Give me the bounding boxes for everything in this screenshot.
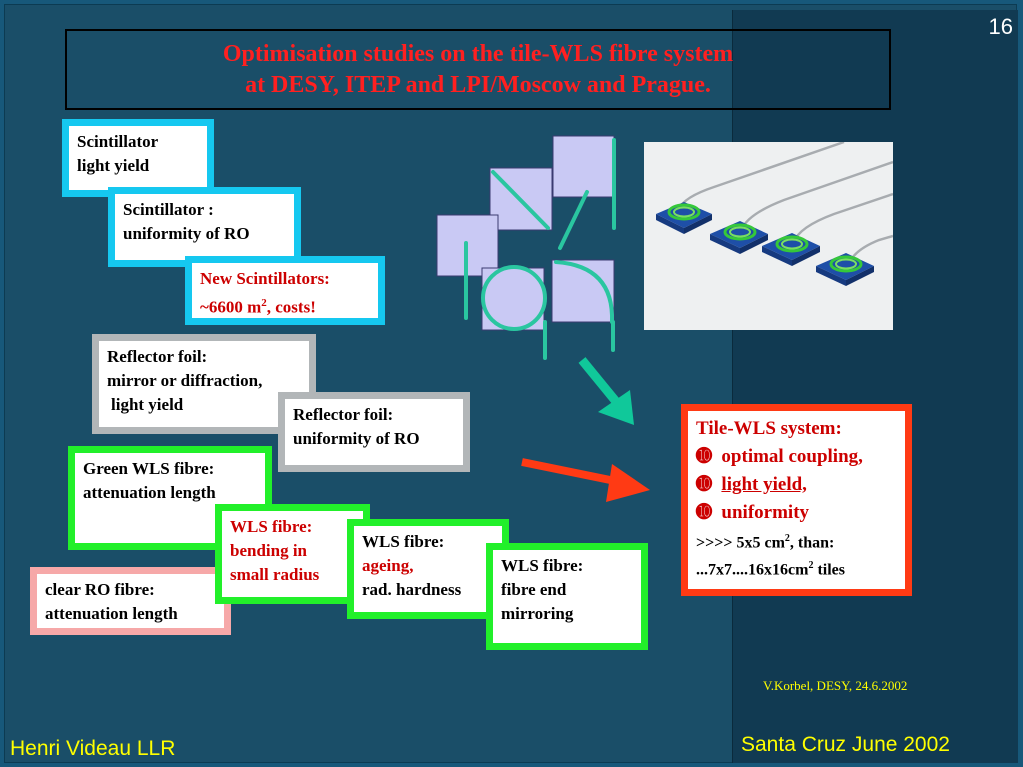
box-line: Scintillator : bbox=[123, 200, 214, 219]
box-line: Scintillator bbox=[77, 132, 159, 151]
line-text: , than: bbox=[789, 534, 835, 552]
box-line: Green WLS fibre: bbox=[83, 459, 215, 478]
line-text: tiles bbox=[813, 561, 845, 579]
right-panel bbox=[732, 10, 1018, 763]
box-reflector-uniformity: Reflector foil: uniformity of RO bbox=[278, 392, 470, 472]
footer-author: Henri Videau LLR bbox=[10, 737, 176, 760]
teal-arrow bbox=[578, 357, 634, 425]
tile-group bbox=[656, 202, 712, 234]
fibre-line bbox=[558, 190, 589, 250]
red-arrow bbox=[521, 458, 650, 502]
tile-fibre-photo-drawing bbox=[656, 142, 893, 286]
bullet-icon: ➓ bbox=[696, 474, 712, 495]
box-line: ageing, bbox=[362, 556, 414, 575]
item-text: uniformity bbox=[721, 502, 810, 523]
main-box-line-5: ...7x7....16x16cm2 tiles bbox=[696, 554, 897, 581]
box-line: rad. hardness bbox=[362, 580, 462, 599]
box-line: small radius bbox=[230, 565, 320, 584]
main-box-item-2: ➓ light yield, bbox=[696, 471, 897, 499]
bullet-icon: ➓ bbox=[696, 446, 712, 467]
tile-square bbox=[551, 259, 615, 323]
box-line: bending in bbox=[230, 541, 308, 560]
tile-fibre-photo bbox=[644, 142, 893, 330]
text-area: ~6600 m bbox=[200, 297, 262, 317]
box-wls-bending: WLS fibre: bending in small radius bbox=[215, 504, 370, 604]
box-line: WLS fibre: bbox=[362, 532, 445, 551]
tile-wls-system-box: Tile-WLS system: ➓ optimal coupling, ➓ l… bbox=[681, 404, 912, 596]
item-text: light yield, bbox=[721, 474, 807, 495]
main-box-item-3: ➓ uniformity bbox=[696, 499, 897, 527]
line-text: ...7x7....16x16cm bbox=[696, 561, 809, 579]
superscript: 2 bbox=[808, 560, 814, 572]
box-line: New Scintillators: bbox=[200, 269, 330, 288]
box-line: WLS fibre: bbox=[501, 556, 584, 575]
box-line: ~6600 m2, costs! bbox=[200, 291, 370, 320]
page-number: 16 bbox=[988, 14, 1013, 39]
box-line: mirroring bbox=[501, 604, 574, 623]
box-line: Reflector foil: bbox=[107, 347, 208, 366]
text-costs: , costs! bbox=[266, 297, 316, 317]
superscript: 2 bbox=[261, 297, 267, 309]
box-line: fibre end bbox=[501, 580, 567, 599]
box-line: attenuation length bbox=[83, 483, 216, 502]
fibre-arc bbox=[554, 260, 615, 324]
title-line-2: at DESY, ITEP and LPI/Moscow and Prague. bbox=[245, 72, 711, 98]
box-line: light yield bbox=[77, 156, 150, 175]
box-line: WLS fibre: bbox=[230, 517, 313, 536]
box-line: uniformity of RO bbox=[123, 224, 250, 243]
box-line: Reflector foil: bbox=[293, 405, 394, 424]
box-new-scintillators: New Scintillators: ~6600 m2, costs! bbox=[185, 256, 385, 325]
fibre-diagonal bbox=[491, 170, 550, 230]
box-wls-mirroring: WLS fibre: fibre end mirroring bbox=[486, 543, 648, 650]
box-line: light yield bbox=[111, 395, 184, 414]
title-line-1: Optimisation studies on the tile-WLS fib… bbox=[222, 41, 734, 67]
main-box-item-1: ➓ optimal coupling, bbox=[696, 443, 897, 471]
main-box-heading: Tile-WLS system: bbox=[696, 418, 842, 439]
slide-title: Optimisation studies on the tile-WLS fib… bbox=[65, 29, 891, 110]
main-box-line-4: >>>> 5x5 cm2, than: bbox=[696, 527, 897, 554]
fibre-loop bbox=[481, 265, 547, 331]
tile-square bbox=[552, 135, 615, 198]
box-green-wls-fibre: Green WLS fibre: attenuation length bbox=[68, 446, 272, 550]
box-line: attenuation length bbox=[45, 604, 178, 623]
box-line: uniformity of RO bbox=[293, 429, 420, 448]
box-line: mirror or diffraction, bbox=[107, 371, 263, 390]
bullet-icon: ➓ bbox=[696, 502, 712, 523]
credit-text: V.Korbel, DESY, 24.6.2002 bbox=[763, 678, 908, 693]
box-line: clear RO fibre: bbox=[45, 580, 155, 599]
footer-event: Santa Cruz June 2002 bbox=[741, 733, 950, 756]
line-text: >>>> 5x5 cm bbox=[696, 534, 785, 552]
superscript: 2 bbox=[784, 533, 790, 544]
item-text: optimal coupling, bbox=[721, 446, 863, 467]
